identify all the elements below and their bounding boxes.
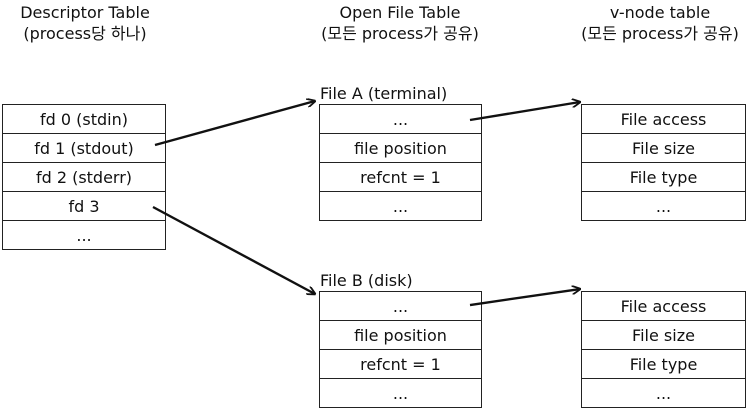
vnode-b-row-size: File size [582, 321, 745, 350]
file-b-row-refcnt: refcnt = 1 [320, 350, 481, 379]
vnode-heading-subtitle: (모든 process가 공유) [581, 24, 739, 43]
descriptor-table: fd 0 (stdin) fd 1 (stdout) fd 2 (stderr)… [2, 104, 166, 250]
vnode-b-row-ellipsis: ... [655, 384, 672, 403]
descriptor-row-fd1: fd 1 (stdout) [3, 134, 165, 163]
file-b-label: File B (disk) [320, 271, 413, 290]
open-file-heading-title: Open File Table [339, 3, 461, 22]
vnode-heading-title: v-node table [609, 3, 711, 22]
file-a-label: File A (terminal) [320, 84, 448, 103]
open-file-heading-subtitle: (모든 process가 공유) [321, 24, 479, 43]
file-a-row-position: file position [320, 134, 481, 163]
descriptor-heading-subtitle: (process당 하나) [23, 24, 147, 43]
file-b-table: ... file position refcnt = 1 ... [319, 291, 482, 408]
descriptor-row-ellipsis: ... [76, 226, 92, 245]
vnode-a-row-access: File access [582, 105, 745, 134]
descriptor-row-fd2: fd 2 (stderr) [3, 163, 165, 192]
vnode-b-row-type: File type [582, 350, 745, 379]
arrow-file-a-to-vnode-a [469, 102, 580, 122]
file-b-row-position: file position [320, 321, 481, 350]
file-b-row-ellipsis-bottom: ... [392, 384, 409, 403]
file-a-row-ellipsis-top: ... [320, 105, 481, 134]
vnode-a-row-size: File size [582, 134, 745, 163]
vnode-table-heading: v-node table (모든 process가 공유) [570, 2, 750, 44]
vnode-b-table: File access File size File type ... [581, 291, 746, 408]
file-a-row-ellipsis-bottom: ... [392, 197, 409, 216]
arrow-fd1-to-file-a [154, 101, 315, 147]
descriptor-table-heading: Descriptor Table (process당 하나) [0, 2, 170, 44]
vnode-a-row-ellipsis: ... [655, 197, 672, 216]
file-b-row-ellipsis-top: ... [320, 292, 481, 321]
arrow-file-b-to-vnode-b [469, 289, 580, 307]
file-a-row-refcnt: refcnt = 1 [320, 163, 481, 192]
open-file-table-heading: Open File Table (모든 process가 공유) [300, 2, 500, 44]
vnode-a-table: File access File size File type ... [581, 104, 746, 221]
arrow-fd3-to-file-b [152, 205, 315, 294]
file-a-table: ... file position refcnt = 1 ... [319, 104, 482, 221]
descriptor-heading-title: Descriptor Table [20, 3, 150, 22]
descriptor-row-fd0: fd 0 (stdin) [3, 105, 165, 134]
vnode-b-row-access: File access [582, 292, 745, 321]
descriptor-row-fd3: fd 3 [3, 192, 165, 221]
vnode-a-row-type: File type [582, 163, 745, 192]
